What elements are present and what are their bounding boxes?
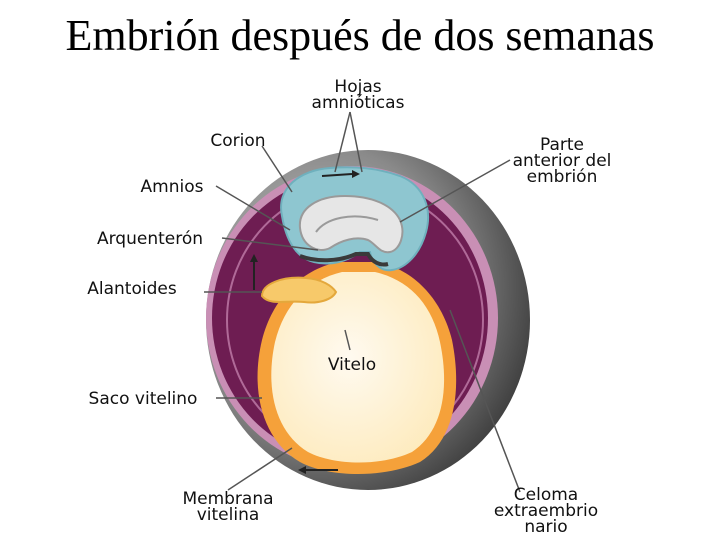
label-membrana-line2: vitelina bbox=[197, 505, 260, 525]
label-parte-line2: anterior del bbox=[513, 151, 612, 171]
label-corion: Corion bbox=[210, 131, 265, 151]
label-hojas-line1: Hojas bbox=[334, 77, 381, 97]
leader-corion bbox=[261, 145, 293, 193]
label-celoma-line1: Celoma bbox=[514, 485, 578, 505]
arrow-left-head bbox=[250, 254, 258, 262]
label-parte-line3: embrión bbox=[527, 167, 598, 187]
leader-lines bbox=[204, 111, 521, 493]
leader-arquenteron bbox=[221, 237, 319, 251]
embrion-shape bbox=[298, 194, 404, 254]
arrow-top bbox=[321, 173, 353, 177]
leader-vitelo bbox=[344, 329, 351, 351]
label-hojas-line2: amnióticas bbox=[312, 93, 405, 113]
label-membrana-line1: Membrana bbox=[182, 489, 273, 509]
label-saco-vitelino: Saco vitelino bbox=[89, 389, 198, 409]
leader-hojas bbox=[334, 111, 351, 173]
label-celoma-line3: nario bbox=[524, 517, 567, 537]
arquenteron-shape bbox=[299, 252, 389, 267]
arrow-top-head bbox=[352, 170, 360, 178]
leader-celoma bbox=[449, 309, 521, 493]
arrow-bottom-head bbox=[298, 466, 306, 474]
leader-membrana bbox=[227, 447, 293, 491]
leader-hojas-2 bbox=[349, 111, 363, 173]
alantoides-shape bbox=[260, 276, 338, 304]
label-celoma-line2: extraembrio bbox=[494, 501, 598, 521]
embrion-fold bbox=[315, 215, 379, 233]
label-amnios: Amnios bbox=[141, 177, 204, 197]
label-alantoides: Alantoides bbox=[87, 279, 177, 299]
label-arquenteron: Arquenterón bbox=[97, 229, 203, 249]
vitelo-shape bbox=[271, 272, 445, 463]
leader-amnios bbox=[215, 185, 291, 231]
label-vitelo: Vitelo bbox=[328, 355, 376, 375]
page-title: Embrión después de dos semanas bbox=[65, 11, 655, 60]
leader-parte bbox=[399, 159, 511, 223]
label-parte-line1: Parte bbox=[540, 135, 584, 155]
